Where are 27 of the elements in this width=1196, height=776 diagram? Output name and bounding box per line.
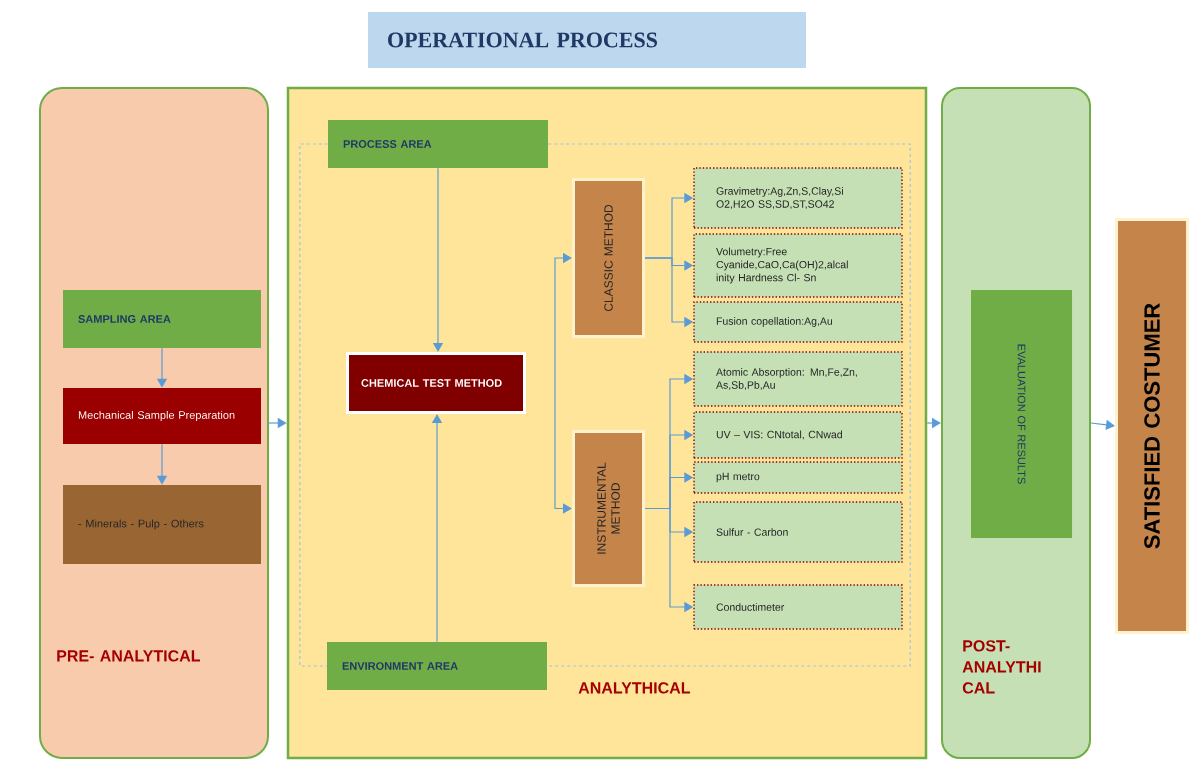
process-box: Mechanical Sample Preparation [63, 388, 261, 444]
method-box: CLASSIC METHOD [572, 178, 645, 338]
arrow [554, 252, 572, 386]
method-box: CHEMICAL TEST METHOD [346, 352, 526, 414]
arrow [1090, 419, 1115, 430]
sample-type-box: - Minerals - Pulp - Others [63, 485, 261, 564]
technique-box: Sulfur - Carbon [693, 501, 903, 563]
technique-box: UV – VIS: CNtotal, CNwad [693, 411, 903, 459]
area-box: PROCESS AREA [328, 120, 548, 168]
area-box: SAMPLING AREA [63, 290, 261, 348]
area-box: ENVIRONMENT AREA [327, 642, 547, 690]
dashed-line [299, 143, 329, 667]
stage-heading: POST- ANALYTHI CAL [962, 640, 1041, 694]
technique-box: Conductimeter [693, 584, 903, 630]
technique-box: Volumetry:Free Cyanide,CaO,Ca(OH)2,alcal inity Hardness Cl- Sn [693, 233, 903, 298]
technique-box: Atomic Absorption: Mn,Fe,Zn, As,Sb,Pb,Au [693, 351, 903, 407]
stage-heading: PRE- ANALYTICAL [57, 650, 200, 662]
technique-box: Fusion copellation:Ag,Au [693, 301, 903, 343]
stage-heading: ANALYTHICAL [578, 682, 690, 694]
outcome-box: SATISFIED COSTUMER [1115, 218, 1189, 634]
method-box: INSTRUMENTAL METHOD [572, 430, 645, 587]
dashed-line [546, 143, 911, 667]
arrow [554, 384, 572, 514]
title: OPERATIONAL PROCESS [368, 12, 806, 68]
result-box: EVALUATION OF RESULTS [971, 290, 1072, 538]
technique-box: pH metro [693, 461, 903, 494]
technique-box: Gravimetry:Ag,Zn,S,Clay,Si O2,H2O SS,SD,ST,SO42 [693, 167, 903, 229]
